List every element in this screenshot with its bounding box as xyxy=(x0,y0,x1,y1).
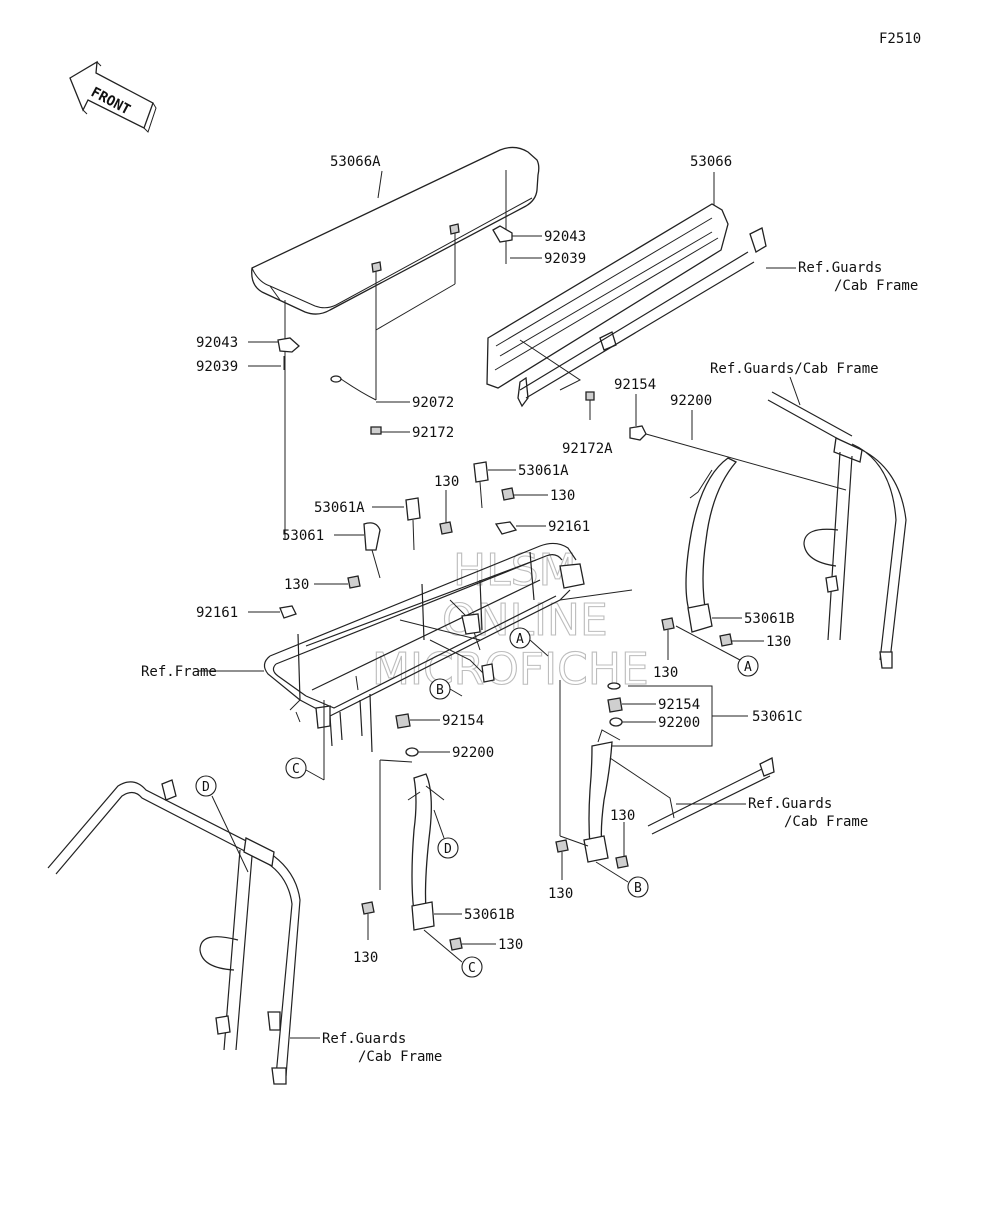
buckle-53061 xyxy=(363,522,381,579)
label-92043-left: 92043 xyxy=(196,335,238,351)
label-130-c: 130 xyxy=(284,577,309,593)
clip-92172A-icon xyxy=(585,391,595,401)
grommet-92161-right-icon xyxy=(494,521,518,535)
label-130-d: 130 xyxy=(766,634,791,650)
watermark: HLSM ONLINE MICROFICHE xyxy=(371,544,649,695)
ref-guards-top-line2: /Cab Frame xyxy=(834,278,918,294)
callout-B-belt xyxy=(627,876,649,898)
label-53061C: 53061C xyxy=(752,709,803,725)
label-130-a: 130 xyxy=(550,488,575,504)
callout-A-right-label: A xyxy=(744,660,752,675)
label-92154-lower: 92154 xyxy=(658,697,700,713)
label-130-g: 130 xyxy=(610,808,635,824)
label-130-i: 130 xyxy=(498,937,523,953)
callout-C-belt-label: C xyxy=(468,961,476,976)
ref-guards-top-line1: Ref.Guards xyxy=(798,260,882,276)
bolt-130-a-icon xyxy=(501,487,515,501)
cable-92072-icon xyxy=(330,375,377,401)
washer-92200-lower-icon xyxy=(609,717,623,727)
bolt-92154-mid-icon xyxy=(395,713,411,729)
grommet-92161-left-icon xyxy=(279,605,297,619)
label-53061A-upper: 53061A xyxy=(518,463,569,479)
seat-back-53066 xyxy=(486,203,729,408)
watermark-line-1: HLSM xyxy=(453,545,577,596)
watermark-line-3: MICROFICHE xyxy=(372,644,649,695)
label-130-f: 130 xyxy=(548,886,573,902)
callout-B-belt-label: B xyxy=(634,881,642,896)
label-53061B-lower: 53061B xyxy=(464,907,515,923)
label-92200-lower: 92200 xyxy=(658,715,700,731)
label-130-e: 130 xyxy=(653,665,678,681)
ref-guards-bottom-line1: Ref.Guards xyxy=(322,1031,406,1047)
figure-code: F2510 xyxy=(879,31,921,47)
ref-guards-bottom-line2: /Cab Frame xyxy=(358,1049,442,1065)
ref-guards-mid-line2: /Cab Frame xyxy=(784,814,868,830)
washer-92200-mid-icon xyxy=(405,747,419,757)
callout-D-frame-label: D xyxy=(202,780,210,795)
bolt-92154-lower-icon xyxy=(607,697,623,713)
bolt-130-g-icon xyxy=(615,855,629,869)
front-direction-arrow-icon: FRONT xyxy=(69,60,157,133)
label-92154-upper: 92154 xyxy=(614,377,656,393)
label-92072: 92072 xyxy=(412,395,454,411)
label-92172: 92172 xyxy=(412,425,454,441)
label-92039-top: 92039 xyxy=(544,251,586,267)
label-53061B-right: 53061B xyxy=(744,611,795,627)
callout-A-frame-label: A xyxy=(516,632,524,647)
label-53061A-mid: 53061A xyxy=(314,500,365,516)
callout-B-frame-label: B xyxy=(436,683,444,698)
bolt-130-d-icon xyxy=(719,633,733,647)
label-92154-mid: 92154 xyxy=(442,713,484,729)
label-53066A: 53066A xyxy=(330,154,381,170)
cab-frame-lower-right-bar xyxy=(609,757,775,835)
callout-D-belt-label: D xyxy=(444,842,452,857)
seat-frame xyxy=(263,542,585,753)
seat-cushion-53066A xyxy=(251,146,540,315)
bracket-92043-left-icon xyxy=(277,337,300,353)
cab-frame-right xyxy=(767,391,907,669)
seat-belt-53061B-lower xyxy=(407,773,445,931)
bracket-92043-icon xyxy=(492,225,513,243)
callout-A-right xyxy=(737,655,759,677)
label-92161-left: 92161 xyxy=(196,605,238,621)
ref-guards-mid-line1: Ref.Guards xyxy=(748,796,832,812)
label-92200-upper: 92200 xyxy=(670,393,712,409)
bolt-130-c-icon xyxy=(347,575,361,589)
label-53066: 53066 xyxy=(690,154,732,170)
washer-top-icon xyxy=(607,682,621,690)
label-92039-left: 92039 xyxy=(196,359,238,375)
cab-frame-upper-bar xyxy=(519,227,767,399)
buckle-53061A-mid xyxy=(405,497,421,551)
label-92043-top: 92043 xyxy=(544,229,586,245)
buckle-53061A-upper xyxy=(473,461,489,509)
seat-belt-53061B-right xyxy=(685,457,738,633)
bolt-92154-upper-icon xyxy=(629,425,647,441)
label-92200-mid: 92200 xyxy=(452,745,494,761)
callout-D-belt xyxy=(437,837,459,859)
bolt-130-f-icon xyxy=(555,839,569,853)
bolt-130-b-icon xyxy=(439,521,453,535)
callout-A-frame xyxy=(509,627,531,649)
ref-frame-label: Ref.Frame xyxy=(141,664,217,680)
label-92172A: 92172A xyxy=(562,441,613,457)
label-130-b: 130 xyxy=(434,474,459,490)
callout-C-frame xyxy=(285,757,307,779)
bolt-130-i-icon xyxy=(449,937,463,951)
label-130-h: 130 xyxy=(353,950,378,966)
bolt-130-e-icon xyxy=(661,617,675,631)
label-53061: 53061 xyxy=(282,528,324,544)
callout-D-frame xyxy=(195,775,217,797)
callout-C-frame-label: C xyxy=(292,762,300,777)
callout-C-belt xyxy=(461,956,483,978)
bolt-130-h-icon xyxy=(361,901,375,915)
cab-frame-left xyxy=(47,779,301,1085)
seat-belt-53061C xyxy=(583,729,621,863)
clip-92172-icon xyxy=(370,426,382,435)
ref-guards-right: Ref.Guards/Cab Frame xyxy=(710,361,879,377)
label-92161-right: 92161 xyxy=(548,519,590,535)
